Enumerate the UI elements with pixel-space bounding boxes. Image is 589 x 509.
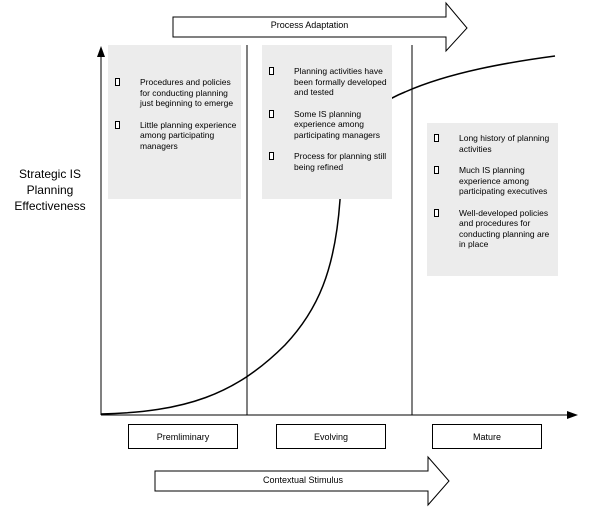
stage-mature-box: Mature [432,424,542,449]
preliminary-bullet-2: Little planning experience among partici… [108,120,241,152]
bullet-icon [434,166,439,174]
preliminary-description-panel: Procedures and policies for conducting p… [108,45,241,199]
contextual-stimulus-label: Contextual Stimulus [262,475,344,485]
process-adaptation-label: Process Adaptation [270,20,349,30]
evolving-bullet-1: Planning activities have been formally d… [262,66,392,98]
evolving-description-panel: Planning activities have been formally d… [262,45,392,199]
mature-description-panel: Long history of planning activities Much… [427,123,558,276]
bullet-icon [115,78,120,86]
mature-bullet-2: Much IS planning experience among partic… [427,165,558,197]
bullet-icon [434,208,439,217]
contextual-stimulus-arrow [154,455,450,507]
mature-bullet-3: Well-developed policies and procedures f… [427,208,558,250]
preliminary-bullet-1: Procedures and policies for conducting p… [108,77,241,109]
s-curve [100,55,556,415]
stage-preliminary-box: Premliminary [128,424,238,449]
stage-evolving-box: Evolving [276,424,386,449]
bullet-icon [115,120,120,129]
y-axis-label: Strategic IS Planning Effectiveness [14,167,86,213]
process-adaptation-arrow [172,1,468,53]
bullet-icon [434,134,439,142]
bullet-icon [269,152,274,160]
evolving-bullet-3: Process for planning still being refined [262,151,392,172]
x-axis-arrowhead [567,411,578,419]
bullet-icon [269,67,274,75]
y-axis-arrowhead [97,46,105,57]
bullet-icon [269,109,274,118]
mature-bullet-1: Long history of planning activities [427,133,558,154]
evolving-bullet-2: Some IS planning experience among partic… [262,109,392,141]
